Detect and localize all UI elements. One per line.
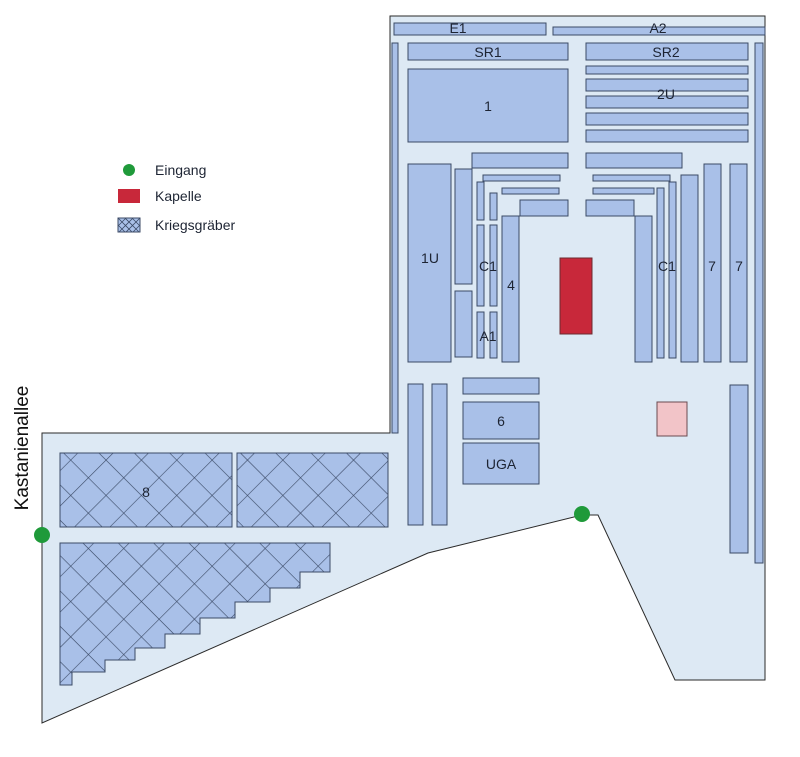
- legend-label-chapel: Kapelle: [155, 188, 202, 204]
- field-label-sr1: SR1: [474, 44, 501, 60]
- plot-row[interactable]: [585, 199, 635, 217]
- war-graves-staircase[interactable]: [59, 542, 331, 686]
- legend-label-entrance: Eingang: [155, 162, 206, 178]
- border-strip-right: [754, 42, 764, 564]
- plot-row[interactable]: [729, 384, 749, 554]
- plot-row[interactable]: [592, 187, 655, 195]
- border-strip-left: [391, 42, 399, 434]
- field-6[interactable]: [462, 401, 540, 440]
- field-1[interactable]: [407, 68, 569, 143]
- plot-row[interactable]: [454, 168, 473, 285]
- field-sr2[interactable]: [585, 42, 749, 61]
- plot-row[interactable]: [482, 174, 561, 182]
- field-2u[interactable]: [585, 65, 749, 143]
- plot-row[interactable]: [431, 383, 448, 526]
- field-c1-right-a[interactable]: [656, 187, 665, 359]
- hatch-lines: [117, 217, 141, 233]
- legend-label-war-graves: Kriegsgräber: [155, 217, 235, 233]
- field-uga[interactable]: [462, 442, 540, 485]
- entrance-dot-icon: [123, 164, 135, 176]
- plot-row[interactable]: [489, 192, 498, 221]
- entrance-south[interactable]: [574, 506, 590, 522]
- street-label: Kastanienallee: [12, 386, 33, 511]
- field-c1-left-a[interactable]: [476, 224, 485, 307]
- field-7b[interactable]: [729, 163, 748, 363]
- field-1u[interactable]: [407, 163, 452, 363]
- field-a1-b[interactable]: [489, 311, 498, 359]
- plot-row[interactable]: [680, 174, 699, 363]
- plot-row[interactable]: [501, 187, 560, 195]
- field-4[interactable]: [501, 215, 520, 363]
- plot-row[interactable]: [454, 290, 473, 358]
- field-label-sr2: SR2: [652, 44, 679, 60]
- plot-row[interactable]: [471, 152, 569, 169]
- field-e1[interactable]: [393, 22, 547, 36]
- field-sr1[interactable]: [407, 42, 569, 61]
- field-label-1u: 1U: [421, 250, 439, 266]
- field-label-a2: A2: [649, 20, 666, 36]
- field-label-c1-left: C1: [479, 258, 497, 274]
- field-label-7a: 7: [708, 258, 716, 274]
- field-label-2u: 2U: [657, 86, 675, 102]
- plot-row[interactable]: [407, 383, 424, 526]
- field-label-6: 6: [497, 413, 505, 429]
- field-label-e1: E1: [449, 20, 466, 36]
- field-c1-left-b[interactable]: [489, 224, 498, 307]
- legend: Eingang Kapelle Kriegsgräber: [117, 162, 235, 233]
- field-label-1: 1: [484, 98, 492, 114]
- field-label-a1: A1: [479, 328, 496, 344]
- field-a1-a[interactable]: [476, 311, 485, 359]
- plot-row[interactable]: [519, 199, 569, 217]
- field-label-4: 4: [507, 277, 515, 293]
- war-graves-field-8-left[interactable]: [59, 452, 233, 528]
- plot-row[interactable]: [462, 377, 540, 395]
- field-c1-right-b[interactable]: [668, 181, 677, 359]
- plot-row[interactable]: [592, 174, 671, 182]
- chapel[interactable]: [559, 257, 593, 335]
- field-7a[interactable]: [703, 163, 722, 363]
- chapel-swatch-icon: [118, 189, 140, 203]
- pink-building[interactable]: [656, 401, 688, 437]
- entrance-west[interactable]: [34, 527, 50, 543]
- plot-row[interactable]: [585, 152, 683, 169]
- field-label-uga: UGA: [486, 456, 517, 472]
- field-label-c1-right: C1: [658, 258, 676, 274]
- plot-row[interactable]: [476, 181, 485, 221]
- war-graves-field-8-right[interactable]: [236, 452, 389, 528]
- field-label-7b: 7: [735, 258, 743, 274]
- plot-row[interactable]: [634, 215, 653, 363]
- field-label-8: 8: [142, 484, 150, 500]
- field-a2[interactable]: [552, 26, 766, 36]
